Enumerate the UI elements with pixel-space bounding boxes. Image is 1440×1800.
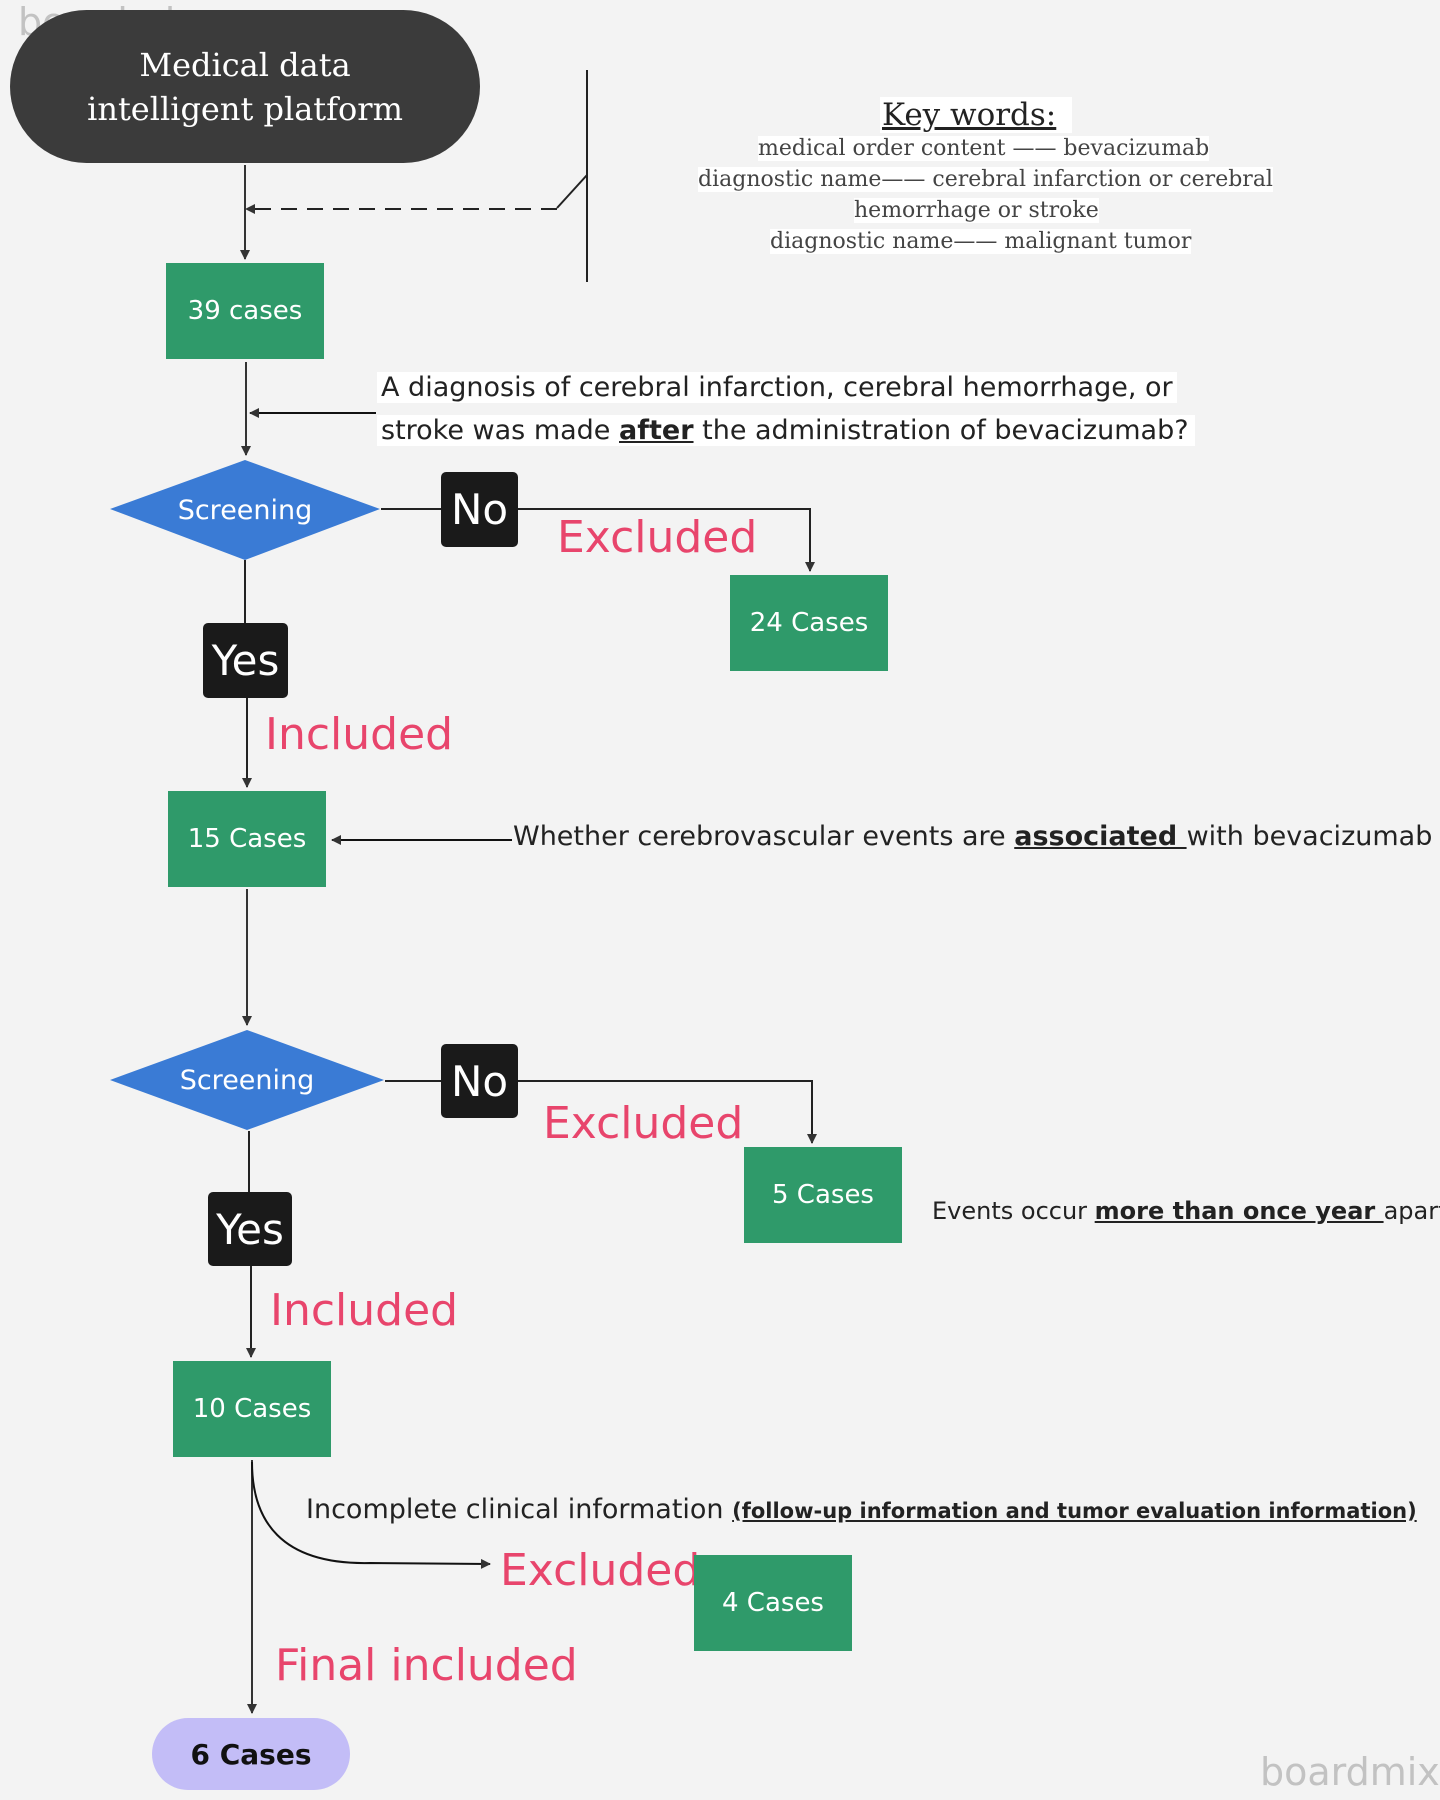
note-events-apart: Events occur more than once year apart [932, 1197, 1440, 1225]
note-events-pre: Events occur [932, 1197, 1095, 1225]
screening-label-2: Screening [179, 1064, 315, 1096]
included-label-1: Included [265, 709, 454, 760]
start-node-line2: intelligent platform [87, 89, 403, 128]
box-4-cases: 4 Cases [694, 1555, 852, 1651]
yes-tag-2: Yes [208, 1192, 292, 1266]
question-1-line1: A diagnosis of cerebral infarction, cere… [377, 372, 1177, 403]
note-incomplete-main: Incomplete clinical information [306, 1494, 733, 1525]
box-15-cases: 15 Cases [168, 791, 326, 887]
question-1-text-pre: stroke was made [381, 415, 620, 446]
excluded-label-3: Excluded [500, 1545, 701, 1596]
no-tag-2: No [441, 1044, 518, 1118]
question-1-text-post: the administration of bevacizumab? [693, 415, 1189, 446]
screening-diamond-2 [110, 1030, 384, 1130]
keyword-line-3: hemorrhage or stroke [854, 198, 1099, 223]
watermark-bottom: boardmix [1260, 1750, 1440, 1794]
note-incomplete-info: Incomplete clinical information (follow-… [306, 1494, 1417, 1525]
keyword-line-4: diagnostic name—— malignant tumor [770, 229, 1192, 254]
question-2-text-post: with bevacizumab use? [1186, 821, 1440, 852]
excluded-label-1: Excluded [557, 512, 758, 563]
screening-diamond-1 [110, 460, 380, 560]
final-included-label: Final included [275, 1640, 578, 1691]
question-2: Whether cerebrovascular events are assoc… [513, 821, 1440, 852]
start-node-line1: Medical data [139, 45, 351, 84]
question-1-line2: stroke was made after the administration… [377, 415, 1195, 446]
question-1-emphasis: after [619, 415, 694, 446]
keyword-line-2: diagnostic name—— cerebral infarction or… [698, 167, 1273, 192]
box-5-cases: 5 Cases [744, 1147, 902, 1243]
keywords-title: Key words: [880, 97, 1073, 133]
yes-tag-1: Yes [203, 623, 288, 698]
box-24-cases: 24 Cases [730, 575, 888, 671]
box-10-cases: 10 Cases [173, 1361, 331, 1457]
keyword-line-1: medical order content —— bevacizumab [758, 136, 1210, 161]
no-tag-1: No [441, 472, 518, 547]
question-2-emphasis: associated [1014, 821, 1187, 852]
question-2-text-pre: Whether cerebrovascular events are [513, 821, 1015, 852]
screening-label-1: Screening [177, 494, 313, 526]
box-39-cases: 39 cases [166, 263, 324, 359]
note-events-post: apart [1383, 1197, 1440, 1225]
box-6-cases-final: 6 Cases [152, 1718, 350, 1790]
note-incomplete-detail: (follow-up information and tumor evaluat… [732, 1499, 1417, 1523]
start-node-medical-data-platform: Medical data intelligent platform [10, 10, 480, 163]
note-events-emphasis: more than once year [1094, 1197, 1384, 1225]
excluded-label-2: Excluded [543, 1098, 744, 1149]
included-label-2: Included [270, 1285, 459, 1336]
